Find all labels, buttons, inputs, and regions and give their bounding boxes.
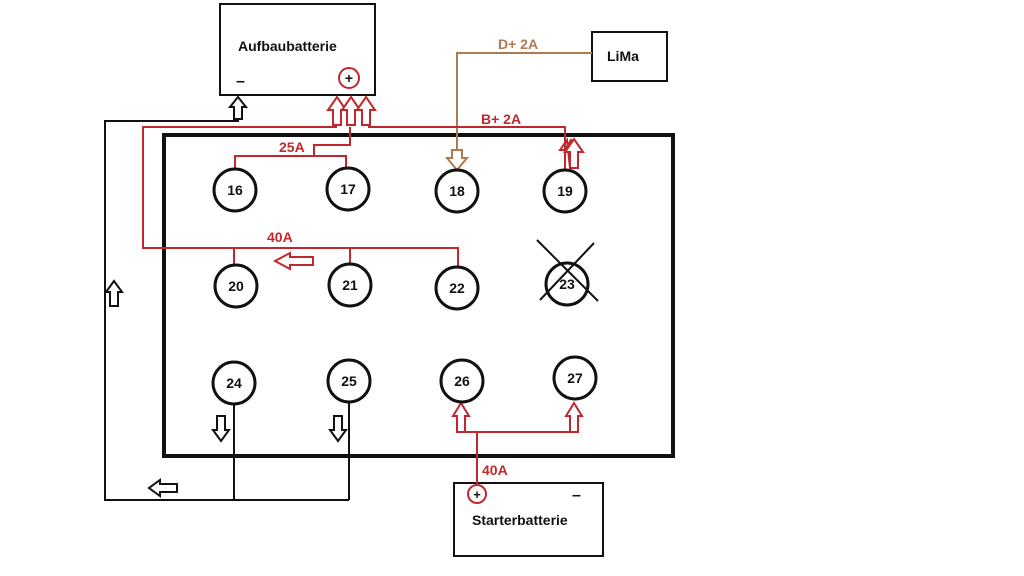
terminal-number: 21 — [342, 277, 358, 293]
terminal-circle — [542, 168, 588, 214]
terminal-number: 24 — [226, 375, 242, 391]
terminal-26: 26 — [439, 358, 485, 404]
terminal-circle — [439, 358, 485, 404]
arrow-left-40a — [272, 251, 314, 271]
arrow-up-19 — [563, 137, 585, 169]
terminal-number: 22 — [449, 280, 465, 296]
terminal-number: 25 — [341, 373, 357, 389]
terminals: 16 17 18 19 20 21 22 23 24 25 26 27 — [211, 166, 599, 406]
terminal-25: 25 — [326, 358, 372, 404]
terminal-22: 22 — [434, 265, 480, 311]
terminal-circle — [434, 168, 480, 214]
terminal-24: 24 — [211, 360, 257, 406]
terminal-number: 23 — [559, 276, 575, 292]
terminal-27: 27 — [552, 355, 598, 401]
terminal-circle — [552, 355, 598, 401]
d-plus-wire — [444, 52, 592, 172]
label-40a-bottom: 40A — [482, 462, 508, 478]
terminal-number: 19 — [557, 183, 573, 199]
wire-40a-bottom — [462, 431, 574, 485]
starter-plus-sign: + — [473, 487, 481, 502]
terminal-circle — [325, 166, 371, 212]
terminal-17: 17 — [325, 166, 371, 212]
starter-minus-sign: – — [572, 487, 581, 504]
wire-25a — [234, 127, 351, 172]
aufbaubatterie-box: Aufbaubatterie – + — [219, 3, 376, 96]
label-25a: 25A — [279, 139, 305, 155]
arrows-into-26-27 — [451, 401, 584, 433]
label-40a-top: 40A — [267, 229, 293, 245]
terminal-23: 23 — [536, 239, 599, 307]
terminal-number: 27 — [567, 370, 583, 386]
starterbatterie-box: Starterbatterie – + — [453, 482, 604, 557]
terminal-circle — [212, 167, 258, 213]
terminal-16: 16 — [212, 167, 258, 213]
terminal-number: 16 — [227, 182, 243, 198]
ground-arrows — [104, 95, 348, 498]
terminal-circle — [327, 262, 373, 308]
lima-box: LiMa — [591, 31, 668, 82]
d-plus-label: D+ 2A — [498, 36, 538, 52]
terminal-number: 18 — [449, 183, 465, 199]
terminal-18: 18 — [434, 168, 480, 214]
terminal-circle — [211, 360, 257, 406]
terminal-19: 19 — [542, 168, 588, 214]
aufbaubatterie-label: Aufbaubatterie — [238, 38, 337, 54]
cross-line — [539, 242, 595, 301]
terminal-number: 26 — [454, 373, 470, 389]
starterbatterie-label: Starterbatterie — [472, 512, 568, 528]
aufbau-plus-terminal — [338, 67, 360, 89]
aufbau-minus-sign: – — [236, 73, 245, 90]
terminal-number: 17 — [340, 181, 356, 197]
terminal-20: 20 — [213, 263, 259, 309]
terminal-number: 20 — [228, 278, 244, 294]
terminal-circle — [434, 265, 480, 311]
terminal-block-frame — [162, 133, 675, 458]
terminal-circle — [213, 263, 259, 309]
lima-label: LiMa — [607, 48, 639, 64]
arrows-into-aufbau — [326, 95, 377, 126]
terminal-21: 21 — [327, 262, 373, 308]
b-plus-label: B+ 2A — [481, 111, 521, 127]
terminal-circle — [544, 261, 590, 307]
terminal-circle — [326, 358, 372, 404]
aufbau-plus-sign: + — [345, 70, 353, 86]
